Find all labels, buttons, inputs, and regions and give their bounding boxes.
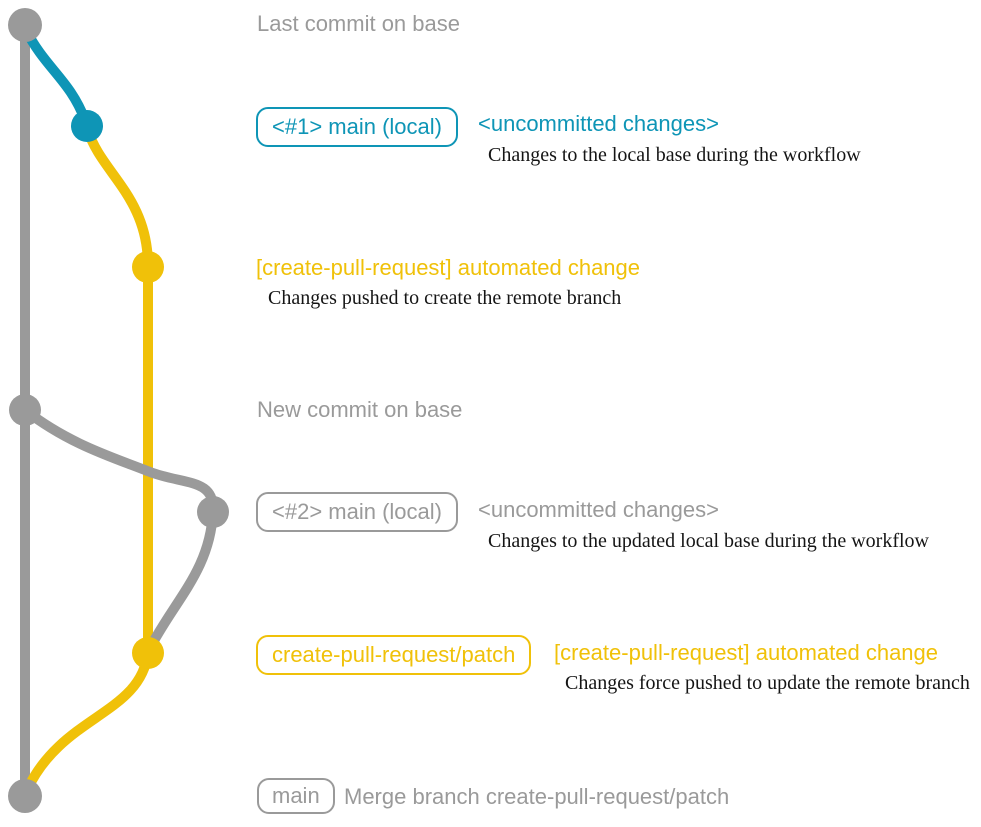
local-main2-merge-line <box>145 507 218 653</box>
patch-branch-merge-line <box>22 648 153 795</box>
annotation-force-push: Changes force pushed to update the remot… <box>565 672 970 694</box>
uncommitted-changes-label-1: <uncommitted changes> <box>478 111 719 136</box>
branch-pill-main: main <box>257 778 335 814</box>
commit-message-automated-1: [create-pull-request] automated change <box>256 255 641 280</box>
uncommitted-changes-label-2: <uncommitted changes> <box>478 497 719 522</box>
branch-pill-patch: create-pull-request/patch <box>256 635 532 675</box>
annotation-updated-local-base: Changes to the updated local base during… <box>488 530 929 552</box>
commit-dot-new-base <box>9 394 41 426</box>
patch-branch-out-line <box>83 125 153 271</box>
commit-message-merge: Merge branch create-pull-request/patch <box>344 784 730 809</box>
last-commit-label: Last commit on base <box>257 11 460 36</box>
annotation-push-create: Changes pushed to create the remote bran… <box>268 287 622 309</box>
commit-dot-patch2 <box>132 637 164 669</box>
local-main2-branch-line <box>20 405 219 517</box>
commit-dot-merge <box>8 779 42 813</box>
commit-dot-last-base <box>8 8 42 42</box>
commit-dot-patch1 <box>132 251 164 283</box>
annotation-local-base: Changes to the local base during the wor… <box>488 144 861 166</box>
commit-dot-local-main2 <box>197 496 229 528</box>
commit-message-automated-2: [create-pull-request] automated change <box>554 640 939 665</box>
local-main-branch-line <box>21 25 90 125</box>
commit-dot-local-main1 <box>71 110 103 142</box>
branch-pill-main-local-2: <#2> main (local) <box>256 492 458 532</box>
branch-pill-main-local-1: <#1> main (local) <box>256 107 458 147</box>
new-commit-label: New commit on base <box>257 397 463 422</box>
